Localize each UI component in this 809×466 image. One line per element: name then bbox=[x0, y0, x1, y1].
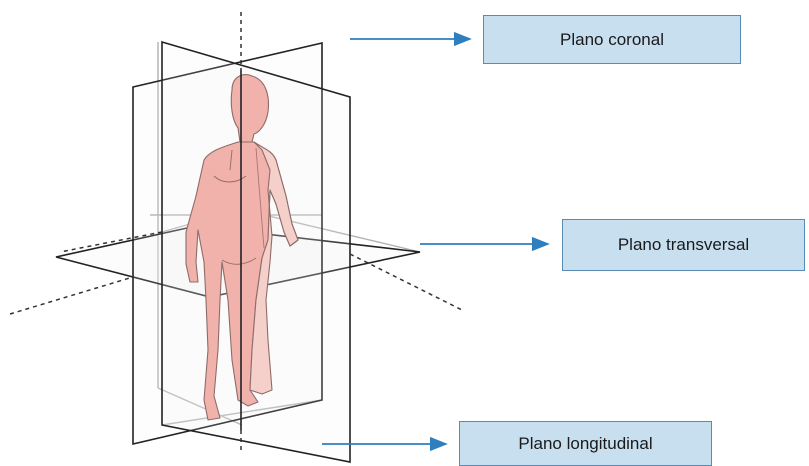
label-arrows bbox=[322, 39, 548, 444]
label-plano-transversal-text: Plano transversal bbox=[618, 235, 749, 255]
label-plano-coronal-text: Plano coronal bbox=[560, 30, 664, 50]
coronal-plane bbox=[162, 42, 350, 462]
label-plano-longitudinal: Plano longitudinal bbox=[459, 421, 712, 466]
label-plano-longitudinal-text: Plano longitudinal bbox=[518, 434, 652, 454]
label-plano-coronal: Plano coronal bbox=[483, 15, 741, 64]
label-plano-transversal: Plano transversal bbox=[562, 219, 805, 271]
